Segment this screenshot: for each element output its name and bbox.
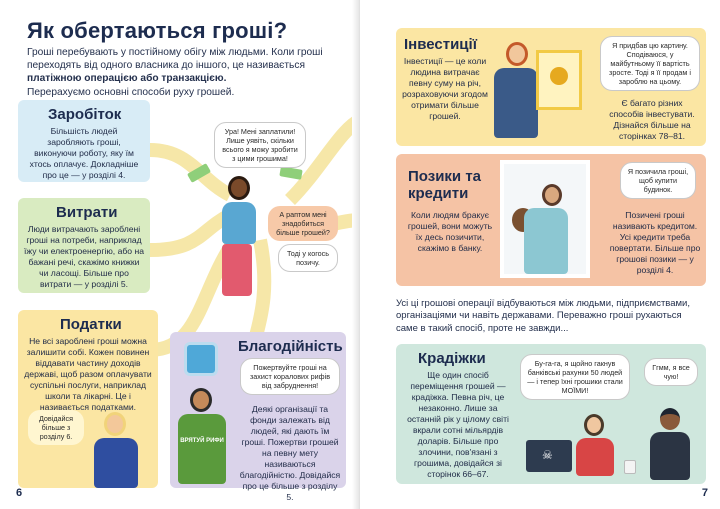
- mother-body-icon: [524, 208, 568, 274]
- woman-figure-icon: [104, 412, 126, 436]
- mortgage-bubble: Я позичила гроші, щоб купити будинок.: [620, 162, 696, 199]
- painting-icon: [536, 50, 582, 110]
- mother-figure-icon: [542, 184, 562, 206]
- intro-part-1: Гроші перебувають у постійному обігу між…: [27, 47, 323, 72]
- intro-part-2: Перерахуємо основні способи руху грошей.: [27, 86, 235, 98]
- intro-bold: платіжною операцією або транзакцією.: [27, 73, 227, 85]
- police-body-icon: [650, 432, 690, 480]
- card-pozyky-title: Позики та кредити: [408, 168, 482, 202]
- need-more-bubble: А раптом мені знадобиться більше грошей?: [268, 206, 338, 241]
- card-vytraty-title: Витрати: [56, 204, 118, 221]
- card-blagodiynist: Благодійність Пожертвуйте гроші на захис…: [170, 332, 346, 502]
- investor-body-icon: [494, 68, 538, 138]
- investor-bubble-text: Я придбав цю картину. Сподіваюся, у майб…: [609, 41, 691, 86]
- card-investytsii: Інвестиції Інвестиції — це коли людина в…: [396, 28, 706, 146]
- donation-jar-icon: [184, 342, 218, 376]
- intro-text: Гроші перебувають у постійному обігу між…: [27, 46, 327, 99]
- podatky-note-text: Довідайся більше з розділу 6.: [38, 414, 74, 441]
- investor-figure-icon: [506, 42, 528, 66]
- right-page: Інвестиції Інвестиції — це коли людина в…: [360, 0, 720, 509]
- card-zarobitok-text: Більшість людей заробляють гроші, викону…: [29, 126, 139, 180]
- page-number-left: 6: [16, 487, 23, 499]
- shirt-text: ВРЯТУЙ РИФИ: [180, 438, 224, 444]
- man-body-icon: ВРЯТУЙ РИФИ: [178, 414, 226, 484]
- police-bubble: Ггмм, я все чую!: [644, 358, 698, 386]
- jumping-woman-legs-icon: [222, 244, 252, 296]
- skull-icon: ☠: [542, 448, 553, 462]
- card-pozyky: Позики та кредити Коли людям бракує грош…: [396, 154, 706, 286]
- card-podatky: Податки Не всі зароблені гроші можна зал…: [18, 310, 158, 488]
- jumping-woman-icon: [228, 176, 250, 200]
- card-podatky-text: Не всі зароблені гроші можна залишити со…: [24, 336, 152, 412]
- police-bubble-text: Ггмм, я все чую!: [652, 363, 690, 381]
- card-vytraty: Витрати Люди витрачають зароблені гроші …: [18, 198, 150, 293]
- card-zarobitok: Заробіток Більшість людей заробляють гро…: [18, 100, 150, 182]
- card-pozyky-text: Коли людям бракує грошей, вони можуть їх…: [407, 210, 493, 253]
- need-more-bubble-text: А раптом мені знадобиться більше грошей?: [276, 210, 330, 237]
- card-blagodiynist-title: Благодійність: [238, 338, 343, 355]
- middle-text: Усі ці грошові операції відбуваються між…: [396, 298, 691, 334]
- card-kradizhky: Крадіжки Ще один спосіб переміщення грош…: [396, 344, 706, 484]
- mug-icon: [624, 460, 636, 474]
- woman-body-icon: [94, 438, 138, 488]
- man-figure-icon: [190, 388, 212, 412]
- thief-bubble: Бу-га-га, я щойно гакнув банківські раху…: [520, 354, 630, 400]
- hacker-body-icon: [576, 438, 614, 476]
- pozyky-more-text: Позичені гроші називають кредитом. Усі к…: [609, 210, 701, 275]
- hacker-figure-icon: [584, 414, 604, 436]
- laptop-icon: [526, 440, 572, 472]
- doorway-icon: [500, 160, 590, 278]
- card-kradizhky-text: Ще один спосіб переміщення грошей — крад…: [407, 370, 509, 479]
- mortgage-bubble-text: Я позичила гроші, щоб купити будинок.: [627, 167, 689, 194]
- page-title: Як обертаються гроші?: [27, 18, 288, 43]
- charity-bubble-text: Пожертвуйте гроші на захист коралових ри…: [249, 363, 331, 390]
- borrow-bubble: Тоді у когось позичу.: [278, 244, 338, 272]
- investor-bubble: Я придбав цю картину. Сподіваюся, у майб…: [600, 36, 700, 91]
- card-kradizhky-title: Крадіжки: [418, 350, 486, 367]
- hurray-bubble: Ура! Мені заплатили! Лише уявіть, скільк…: [214, 122, 306, 168]
- card-vytraty-text: Люди витрачають зароблені гроші на потре…: [24, 224, 144, 289]
- jumping-woman-body-icon: [222, 202, 256, 244]
- investytsii-more-text: Є багато різних способів інвестувати. Ді…: [609, 98, 695, 141]
- left-page: Як обертаються гроші? Гроші перебувають …: [16, 18, 360, 502]
- card-blagodiynist-text: Деякі організації та фонди залежать від …: [239, 404, 341, 502]
- thief-bubble-text: Бу-га-га, я щойно гакнув банківські раху…: [527, 359, 623, 395]
- borrow-bubble-text: Тоді у когось позичу.: [286, 249, 330, 267]
- sunflower-icon: [550, 67, 568, 85]
- podatky-note-bubble: Довідайся більше з розділу 6.: [28, 410, 84, 445]
- card-investytsii-text: Інвестиції — це коли людина витрачає пев…: [402, 56, 488, 121]
- police-figure-icon: [660, 408, 680, 430]
- card-podatky-title: Податки: [60, 316, 122, 333]
- charity-bubble: Пожертвуйте гроші на захист коралових ри…: [240, 358, 340, 395]
- hurray-bubble-text: Ура! Мені заплатили! Лише уявіть, скільк…: [222, 127, 298, 163]
- page-number-right: 7: [701, 487, 708, 499]
- card-investytsii-title: Інвестиції: [404, 36, 477, 53]
- card-zarobitok-title: Заробіток: [48, 106, 122, 123]
